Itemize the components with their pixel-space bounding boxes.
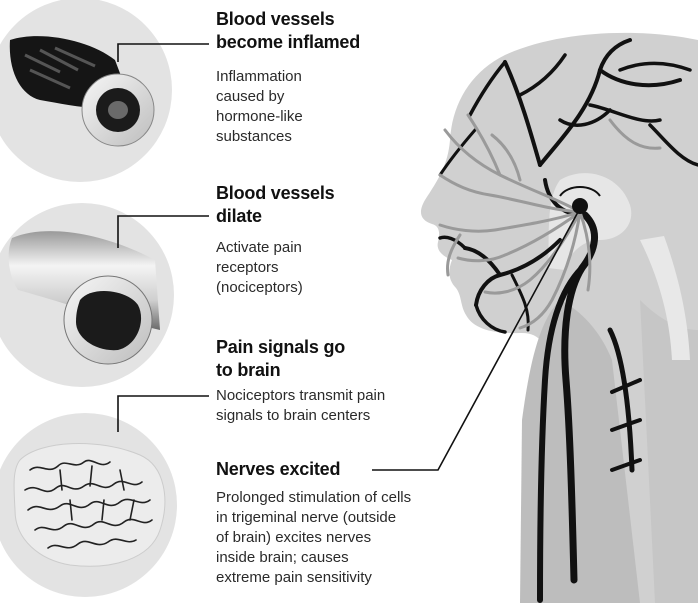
step-4-heading: Nerves excited [216, 458, 340, 481]
step-1-heading-line-2: become inflamed [216, 31, 360, 54]
step-1-heading: Blood vessels become inflamed [216, 8, 360, 54]
inflamed-vessel-icon [0, 0, 172, 182]
step-1-body-line-2: caused by [216, 87, 303, 107]
step-4-body-line-3: of brain) excites nerves [216, 528, 411, 548]
vessel-lumen-inner [108, 101, 128, 119]
step-4-heading-line-1: Nerves excited [216, 458, 340, 481]
step-1-body-line-4: substances [216, 127, 303, 147]
trigeminal-ganglion-dot [572, 198, 588, 214]
step-4-body: Prolonged stimulation of cells in trigem… [216, 488, 411, 588]
step-2-body-line-2: receptors [216, 258, 303, 278]
step-1-body-line-1: Inflammation [216, 67, 303, 87]
dilated-vessel-icon [0, 203, 174, 387]
step-2-body-line-1: Activate pain [216, 238, 303, 258]
step-1-body-line-3: hormone-like [216, 107, 303, 127]
step-2-body-line-3: (nociceptors) [216, 278, 303, 298]
step-3-body-line-2: signals to brain centers [216, 406, 385, 426]
step-3-heading: Pain signals go to brain [216, 336, 345, 382]
step-2-heading-line-2: dilate [216, 205, 334, 228]
step-4-body-line-2: in trigeminal nerve (outside [216, 508, 411, 528]
step-1-heading-line-1: Blood vessels [216, 8, 360, 31]
brain-surface-icon [0, 413, 177, 597]
step-2-heading: Blood vessels dilate [216, 182, 334, 228]
step-4-body-line-4: inside brain; causes [216, 548, 411, 568]
step-3-heading-line-2: to brain [216, 359, 345, 382]
head-profile-icon [421, 33, 698, 603]
step-3-body: Nociceptors transmit pain signals to bra… [216, 386, 385, 426]
step-3-heading-line-1: Pain signals go [216, 336, 345, 359]
step-4-body-line-1: Prolonged stimulation of cells [216, 488, 411, 508]
step-2-body: Activate pain receptors (nociceptors) [216, 238, 303, 298]
step-1-body: Inflammation caused by hormone-like subs… [216, 67, 303, 147]
step-2-heading-line-1: Blood vessels [216, 182, 334, 205]
step-4-body-line-5: extreme pain sensitivity [216, 568, 411, 588]
step-3-body-line-1: Nociceptors transmit pain [216, 386, 385, 406]
